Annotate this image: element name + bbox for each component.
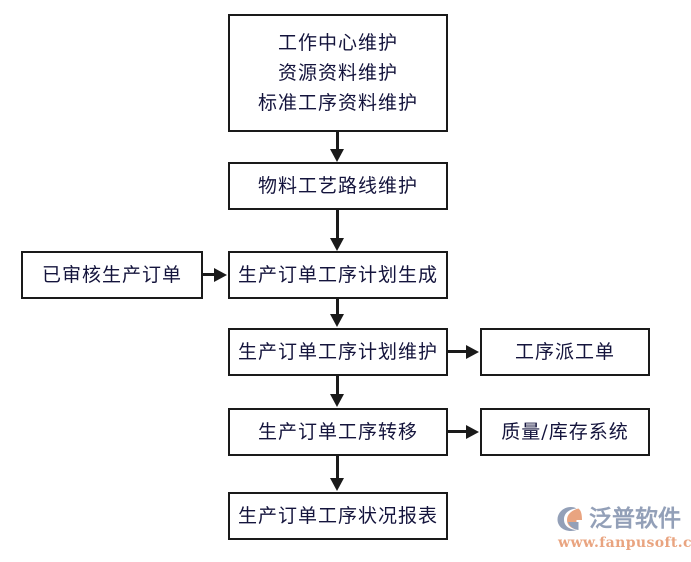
node-routing-label: 物料工艺路线维护 bbox=[257, 175, 418, 197]
edge-op-transfer-to-status-report-line bbox=[336, 456, 339, 479]
node-plan-maint-label: 生产订单工序计划维护 bbox=[237, 341, 438, 363]
watermark-url-text: www.fanpusoft.com bbox=[558, 535, 691, 551]
edge-routing-to-plan-gen-line bbox=[336, 210, 339, 238]
edge-approved-order-to-plan-gen-arrow-icon bbox=[214, 268, 227, 282]
watermark-brand-text: 泛普软件 bbox=[589, 506, 681, 532]
node-basic-data-line-1: 工作中心维护 bbox=[277, 32, 398, 54]
edge-basic-data-to-routing-arrow-icon bbox=[330, 149, 344, 162]
edge-plan-maint-to-dispatch-arrow-icon bbox=[466, 345, 479, 359]
watermark: 泛普软件 www.fanpusoft.com bbox=[556, 503, 691, 555]
node-basic-data-line-2: 资源资料维护 bbox=[277, 62, 398, 84]
edge-plan-maint-to-op-transfer-arrow-icon bbox=[330, 394, 344, 407]
node-operation-status-report[interactable]: 生产订单工序状况报表 bbox=[228, 492, 448, 540]
node-op-transfer-label: 生产订单工序转移 bbox=[257, 421, 418, 443]
edge-approved-order-to-plan-gen-line bbox=[203, 273, 215, 276]
edge-plan-gen-to-plan-maint-arrow-icon bbox=[330, 314, 344, 327]
node-operation-transfer[interactable]: 生产订单工序转移 bbox=[228, 408, 448, 456]
node-approved-order-label: 已审核生产订单 bbox=[41, 264, 182, 286]
watermark-brand-row: 泛普软件 bbox=[556, 503, 681, 535]
node-material-routing-maintenance[interactable]: 物料工艺路线维护 bbox=[228, 162, 448, 210]
edge-basic-data-to-routing-line bbox=[336, 132, 339, 150]
edge-op-transfer-to-qc-inv-arrow-icon bbox=[466, 425, 479, 439]
node-quality-inventory-system[interactable]: 质量/库存系统 bbox=[480, 408, 650, 456]
node-dispatch-label: 工序派工单 bbox=[514, 341, 615, 363]
edge-plan-gen-to-plan-maint-line bbox=[336, 299, 339, 315]
node-basic-data-maintenance[interactable]: 工作中心维护 资源资料维护 标准工序资料维护 bbox=[228, 14, 448, 132]
edge-routing-to-plan-gen-arrow-icon bbox=[330, 238, 344, 251]
node-status-report-label: 生产订单工序状况报表 bbox=[237, 505, 438, 527]
edge-op-transfer-to-qc-inv-line bbox=[448, 430, 467, 433]
edge-plan-maint-to-dispatch-line bbox=[448, 350, 467, 353]
edge-plan-maint-to-op-transfer-line bbox=[336, 376, 339, 395]
node-approved-production-order[interactable]: 已审核生产订单 bbox=[21, 251, 203, 299]
node-operation-plan-generation[interactable]: 生产订单工序计划生成 bbox=[228, 251, 448, 299]
node-operation-dispatch-order[interactable]: 工序派工单 bbox=[480, 328, 650, 376]
fanpu-logo-icon bbox=[557, 507, 582, 531]
node-qc-inv-label: 质量/库存系统 bbox=[501, 421, 629, 443]
node-basic-data-line-3: 标准工序资料维护 bbox=[257, 92, 418, 114]
node-operation-plan-maintenance[interactable]: 生产订单工序计划维护 bbox=[228, 328, 448, 376]
node-plan-gen-label: 生产订单工序计划生成 bbox=[237, 264, 438, 286]
edge-op-transfer-to-status-report-arrow-icon bbox=[330, 478, 344, 491]
